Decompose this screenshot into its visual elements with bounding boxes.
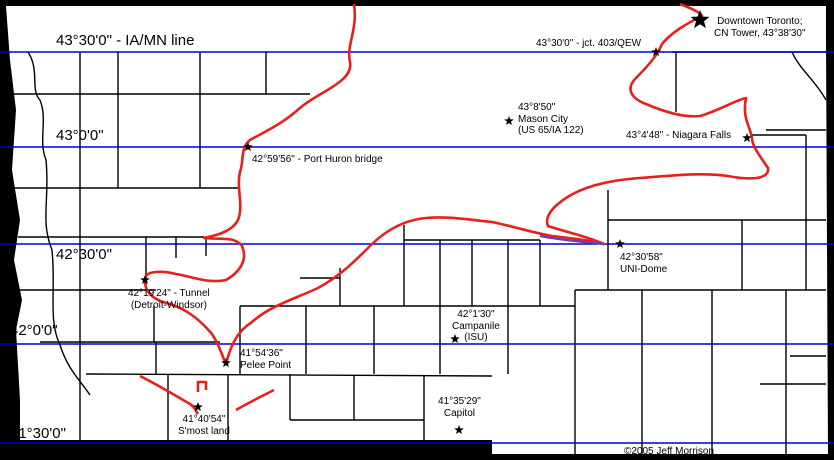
- south-shore-fragment: [139, 374, 200, 415]
- markers: [140, 10, 752, 434]
- label-campanile-line1: 42°1'30": [457, 309, 495, 320]
- label-toronto-line1: Downtown Toronto;: [717, 16, 803, 27]
- latitude-label-43-30: 43°30'0" - IA/MN line: [56, 32, 195, 49]
- label-port-huron: 42°59'56" - Port Huron bridge: [252, 154, 383, 165]
- label-niagara: 43°4'48" - Niagara Falls: [626, 130, 732, 141]
- label-pelee-line2: Pelee Point: [240, 359, 292, 371]
- star-icon-mason-city: [504, 116, 514, 125]
- label-campanile: 42°1'30" Campanile (ISU): [452, 309, 500, 344]
- erie-shoreline: [143, 2, 770, 366]
- star-icon-tunnel: [140, 275, 150, 284]
- label-toronto-line2: CN Tower, 43°38'30": [714, 27, 806, 39]
- star-icon-port-huron: [243, 142, 253, 151]
- latitude-label-43-00: 43°0'0": [56, 127, 104, 144]
- latitude-grid: [0, 51, 834, 444]
- star-icon-campanile: [450, 334, 460, 343]
- star-icon-pelee: [221, 358, 231, 367]
- credit-text: ©2005 Jeff Morrison: [624, 446, 715, 457]
- label-mason-city-line1: 43°8'50": [518, 102, 556, 113]
- label-mason-city-line2: Mason City: [518, 113, 569, 125]
- label-smost-land-line1: 41°40'54": [182, 414, 226, 425]
- star-icon-niagara: [742, 133, 752, 142]
- label-uni-dome-line2: UNI-Dome: [620, 263, 668, 275]
- latitude-label-42-30: 42°30'0": [56, 246, 112, 263]
- label-pelee-line1: 41°54'36": [240, 348, 283, 359]
- label-mason-city-line3: (US 65/IA 122): [518, 125, 584, 136]
- label-tunnel-line1: 42°19'24" - Tunnel: [128, 288, 210, 299]
- river-segment: [539, 234, 605, 246]
- star-icon-capitol: [454, 425, 464, 434]
- star-icon-toronto: [690, 10, 710, 29]
- label-qew: 43°30'0" - jct. 403/QEW: [536, 38, 642, 49]
- label-smost-land: 41°40'54" S'most land: [178, 414, 230, 437]
- star-icon-smost-land: [193, 402, 203, 411]
- label-smost-land-line2: S'most land: [178, 425, 230, 437]
- label-capitol-line1: 41°35'29": [438, 396, 481, 407]
- label-tunnel: 42°19'24" - Tunnel (Detroit-Windsor): [128, 288, 210, 311]
- star-icon-qew: [651, 47, 661, 56]
- south-shore-tail: [235, 388, 275, 412]
- label-uni-dome-line1: 42°30'58": [620, 252, 663, 263]
- latitude-label-41-30: 41°30'0": [10, 425, 66, 442]
- label-capitol-line2: Capitol: [443, 407, 475, 419]
- label-uni-dome: 42°30'58" UNI-Dome: [620, 252, 667, 275]
- label-campanile-line2: Campanile: [452, 320, 500, 332]
- label-pelee: 41°54'36" Pelee Point: [240, 348, 291, 371]
- label-campanile-line3: (ISU): [464, 332, 488, 343]
- huron-shoreline: [144, 3, 357, 283]
- land-area: [6, 6, 828, 454]
- shoreline: [139, 2, 770, 415]
- label-mason-city: 43°8'50" Mason City (US 65/IA 122): [518, 102, 584, 137]
- islet-outline: [196, 380, 208, 392]
- label-toronto: Downtown Toronto; CN Tower, 43°38'30": [714, 16, 806, 39]
- star-icon-uni-dome: [615, 239, 625, 248]
- latitude-label-42-00: 42°0'0": [10, 322, 58, 339]
- label-tunnel-line2: (Detroit-Windsor): [130, 299, 207, 311]
- label-capitol: 41°35'29" Capitol: [438, 396, 481, 419]
